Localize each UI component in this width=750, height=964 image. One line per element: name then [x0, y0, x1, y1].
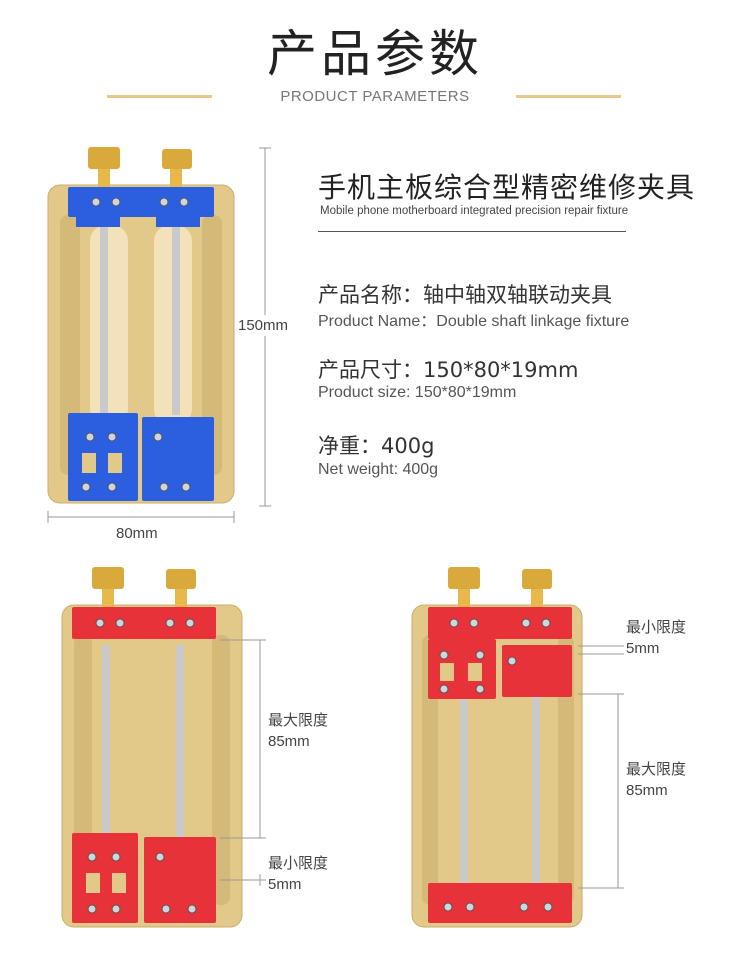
product-name-zh: 产品名称：轴中轴双轴联动夹具 — [318, 283, 612, 307]
right-max-value: 85mm — [626, 782, 668, 799]
right-min-value: 5mm — [626, 640, 660, 657]
fixture-image-blue — [47, 147, 235, 504]
product-name-en: Product Name：Double shaft linkage fixtur… — [318, 313, 630, 330]
right-dimension-lines — [578, 645, 624, 889]
title-accent-right — [516, 95, 621, 98]
fixture-image-red-max — [61, 567, 243, 928]
page-subtitle: PRODUCT PARAMETERS — [280, 88, 470, 105]
net-weight-en: Net weight: 400g — [318, 461, 439, 478]
width-dimension-line — [47, 511, 235, 523]
width-label: 80mm — [116, 525, 158, 542]
product-title-en: Mobile phone motherboard integrated prec… — [320, 205, 629, 217]
left-min-label: 最小限度 — [268, 855, 329, 872]
product-size-zh: 产品尺寸：150*80*19mm — [318, 358, 579, 382]
fixture-image-red-min — [411, 567, 583, 928]
divider — [318, 231, 626, 232]
right-max-label: 最大限度 — [626, 761, 687, 778]
left-max-label: 最大限度 — [268, 712, 329, 729]
left-max-value: 85mm — [268, 733, 310, 750]
right-min-label: 最小限度 — [626, 619, 687, 636]
product-size-en: Product size: 150*80*19mm — [318, 384, 517, 401]
page-title: 产品参数 — [267, 25, 483, 83]
product-title: 手机主板综合型精密维修夹具 — [318, 171, 696, 204]
left-min-value: 5mm — [268, 876, 302, 893]
left-max-dimension-line — [220, 639, 266, 886]
title-accent-left — [107, 95, 212, 98]
height-label: 150mm — [238, 315, 289, 336]
net-weight-zh: 净重：400g — [318, 434, 435, 458]
